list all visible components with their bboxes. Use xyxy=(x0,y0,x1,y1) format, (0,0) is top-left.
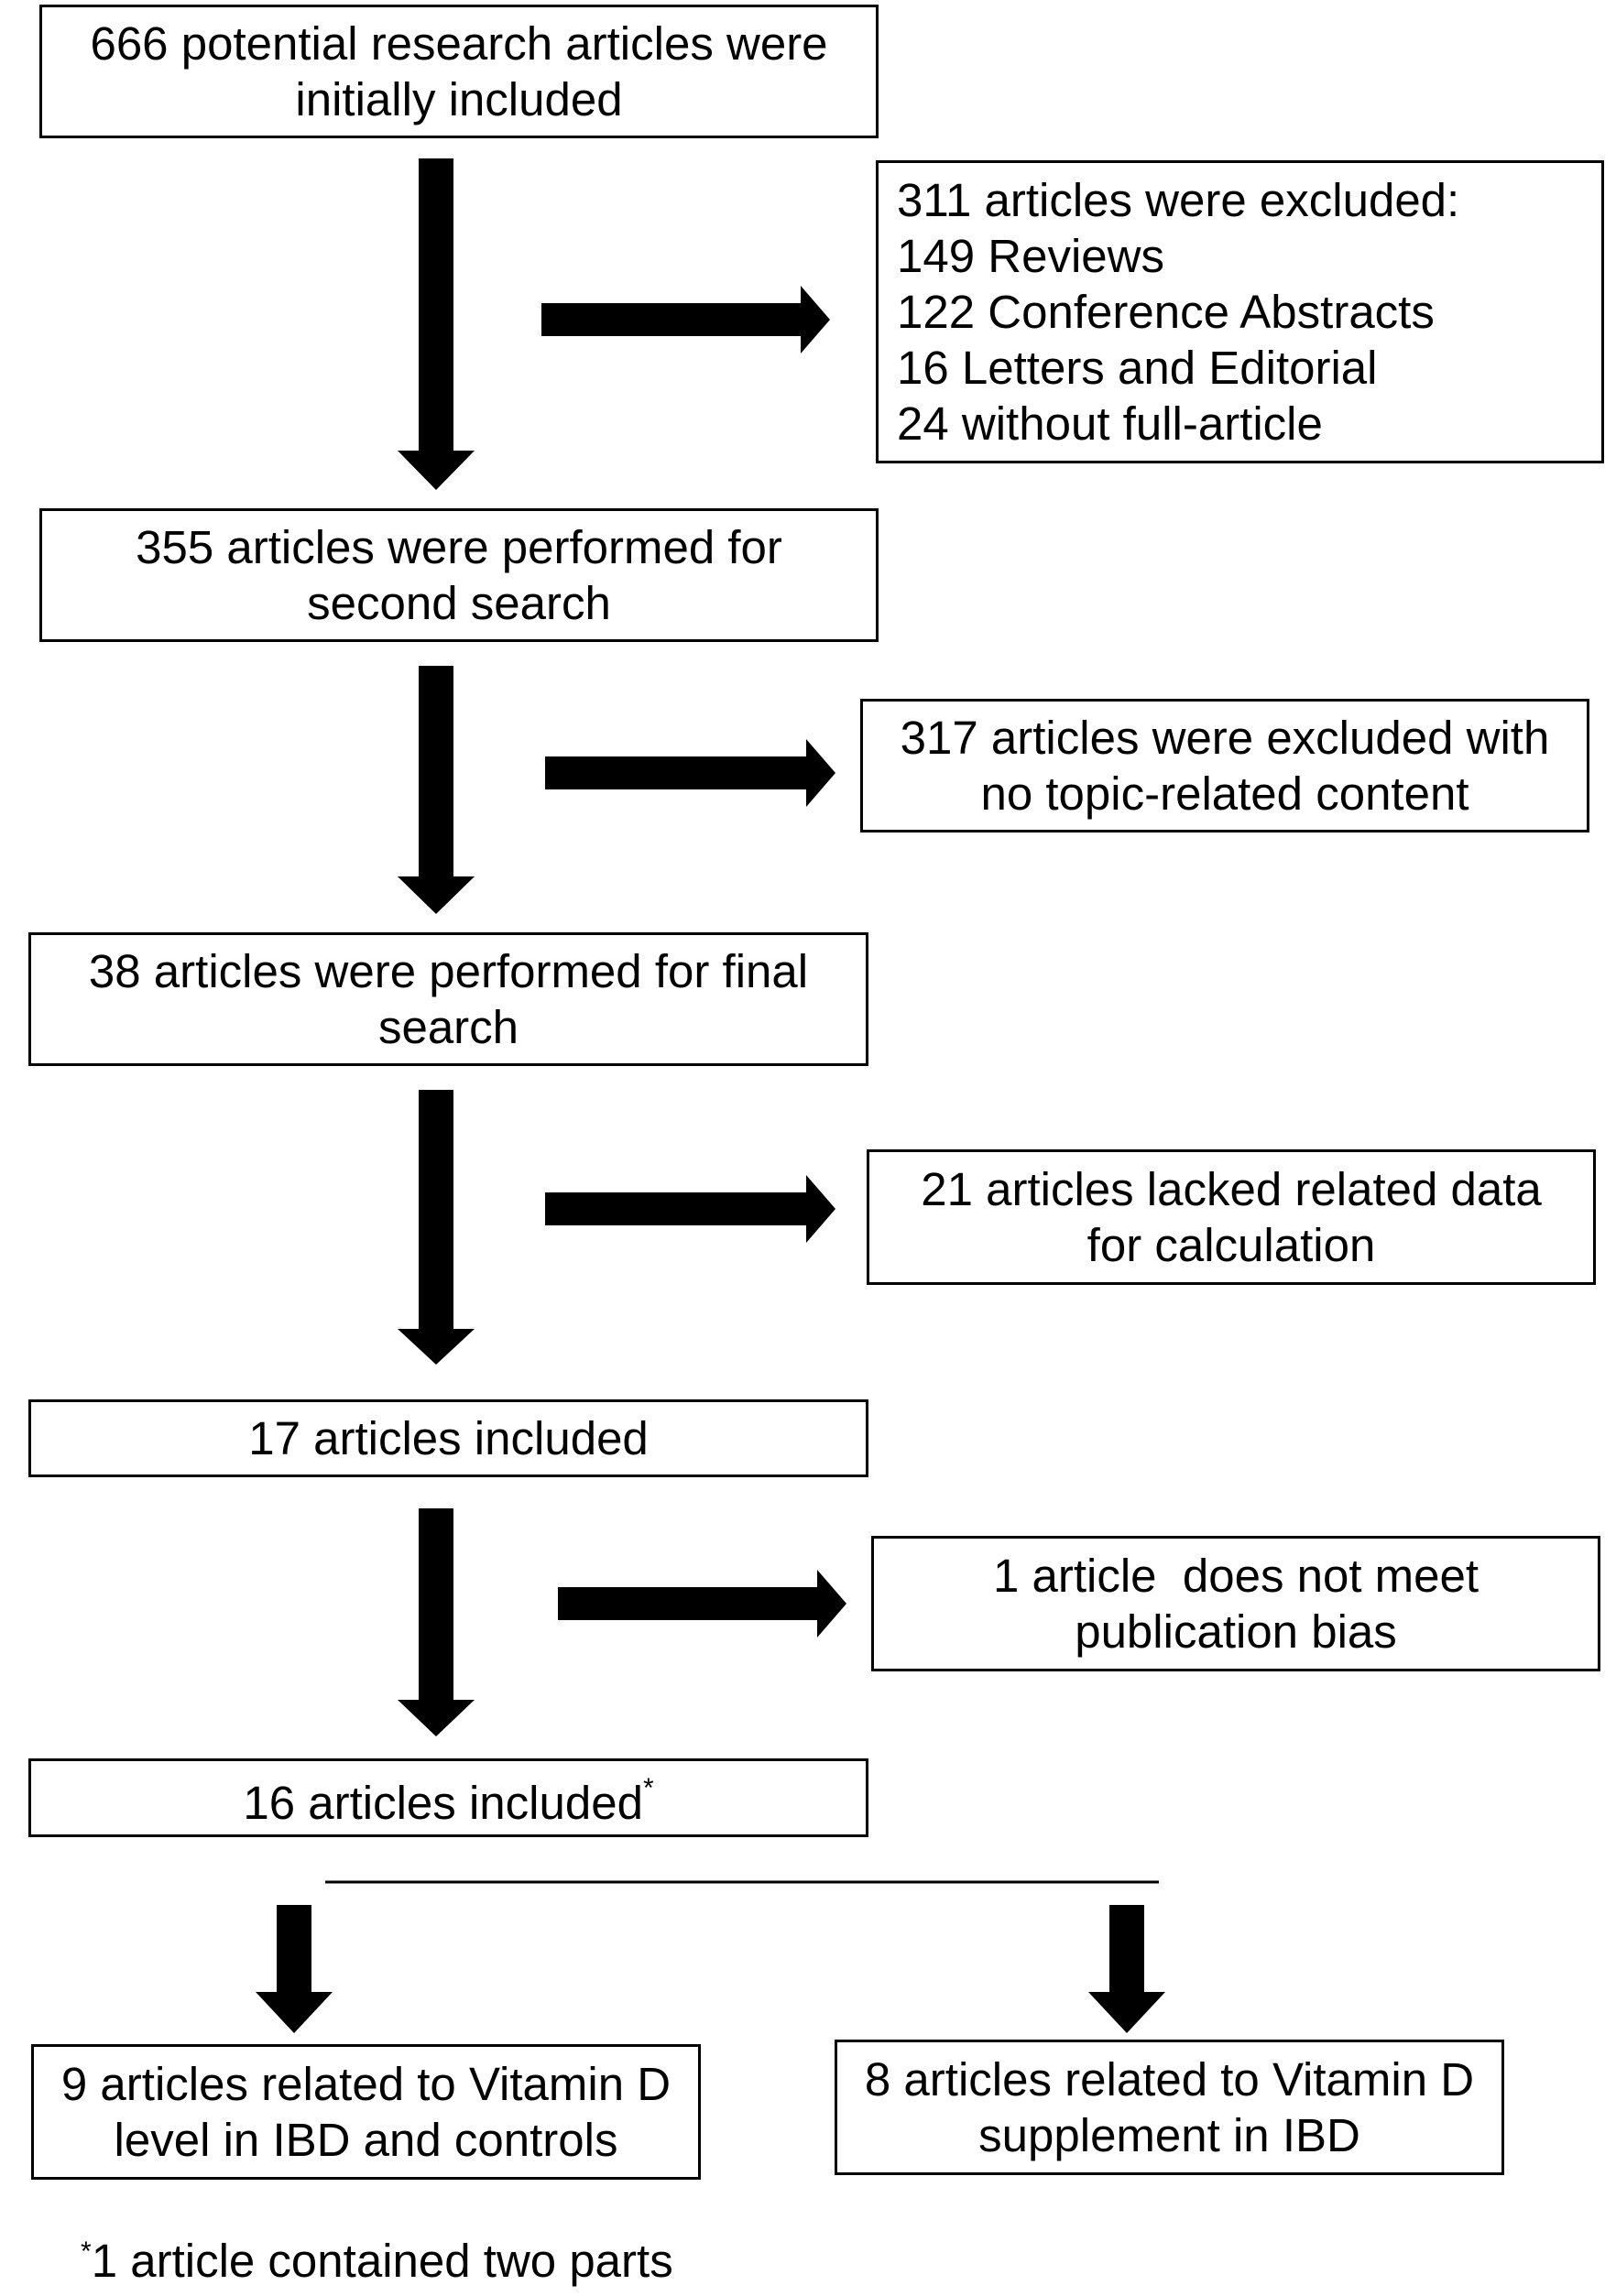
down-arrow-4 xyxy=(398,1508,475,1736)
box-sixteen-included: 16 articles included* xyxy=(28,1758,868,1837)
footnote-marker: * xyxy=(81,2236,92,2267)
box-line: supplement in IBD xyxy=(978,2109,1360,2161)
box-line: level in IBD and controls xyxy=(114,2114,618,2166)
box-line: 355 articles were performed for xyxy=(136,521,782,573)
box-line: 24 without full-article xyxy=(897,397,1323,450)
right-arrow-3 xyxy=(545,1175,835,1243)
footnote-text: 1 article contained two parts xyxy=(91,2235,673,2287)
box-line: 311 articles were excluded: xyxy=(897,174,1460,226)
down-arrow-right xyxy=(1088,1905,1165,2033)
box-final-search: 38 articles were performed for final sea… xyxy=(28,932,868,1066)
box-second-search: 355 articles were performed for second s… xyxy=(39,508,879,642)
box-line: 1 article does not meet xyxy=(992,1550,1480,1602)
box-line: no topic-related content xyxy=(980,767,1469,820)
box-result-vitamin-d-level: 9 articles related to Vitamin D level in… xyxy=(31,2044,701,2180)
asterisk-marker: * xyxy=(642,1772,654,1803)
box-line: for calculation xyxy=(1086,1219,1376,1271)
box-line: 317 articles were excluded with xyxy=(900,712,1550,764)
box-line: 16 articles included* xyxy=(243,1766,653,1831)
box-excluded-second: 317 articles were excluded with no topic… xyxy=(860,699,1589,832)
box-line: 38 articles were performed for final xyxy=(88,945,809,997)
box-line: 8 articles related to Vitamin D xyxy=(864,2053,1475,2106)
box-excluded-first: 311 articles were excluded: 149 Reviews … xyxy=(876,160,1604,463)
box-excluded-fourth: 1 article does not meet publication bias xyxy=(871,1536,1600,1671)
box-line: 666 potential research articles were xyxy=(90,17,828,70)
down-arrow-1 xyxy=(398,158,475,490)
box-excluded-third: 21 articles lacked related data for calc… xyxy=(867,1149,1596,1285)
down-arrow-3 xyxy=(398,1090,475,1365)
down-arrow-2 xyxy=(398,666,475,914)
box-line: 21 articles lacked related data xyxy=(921,1163,1542,1215)
box-line: 16 Letters and Editorial xyxy=(897,342,1378,394)
right-arrow-4 xyxy=(558,1570,846,1638)
right-arrow-1 xyxy=(541,286,830,354)
right-arrow-2 xyxy=(545,739,835,807)
box-line: 149 Reviews xyxy=(897,230,1164,282)
box-seventeen-included: 17 articles included xyxy=(28,1399,868,1477)
box-line: publication bias xyxy=(1075,1605,1397,1658)
down-arrow-left xyxy=(256,1905,333,2033)
box-result-vitamin-d-supplement: 8 articles related to Vitamin D suppleme… xyxy=(835,2040,1504,2175)
box-line: initially included xyxy=(295,73,623,125)
box-initial-articles: 666 potential research articles were ini… xyxy=(39,5,879,138)
box-line: 122 Conference Abstracts xyxy=(897,286,1435,338)
footnote: *1 article contained two parts xyxy=(81,2233,673,2296)
box-text: 16 articles included xyxy=(243,1776,643,1829)
box-line: 17 articles included xyxy=(248,1412,649,1464)
box-line: 9 articles related to Vitamin D xyxy=(60,2058,672,2110)
box-line: second search xyxy=(307,577,611,629)
box-line: search xyxy=(377,1001,519,1053)
